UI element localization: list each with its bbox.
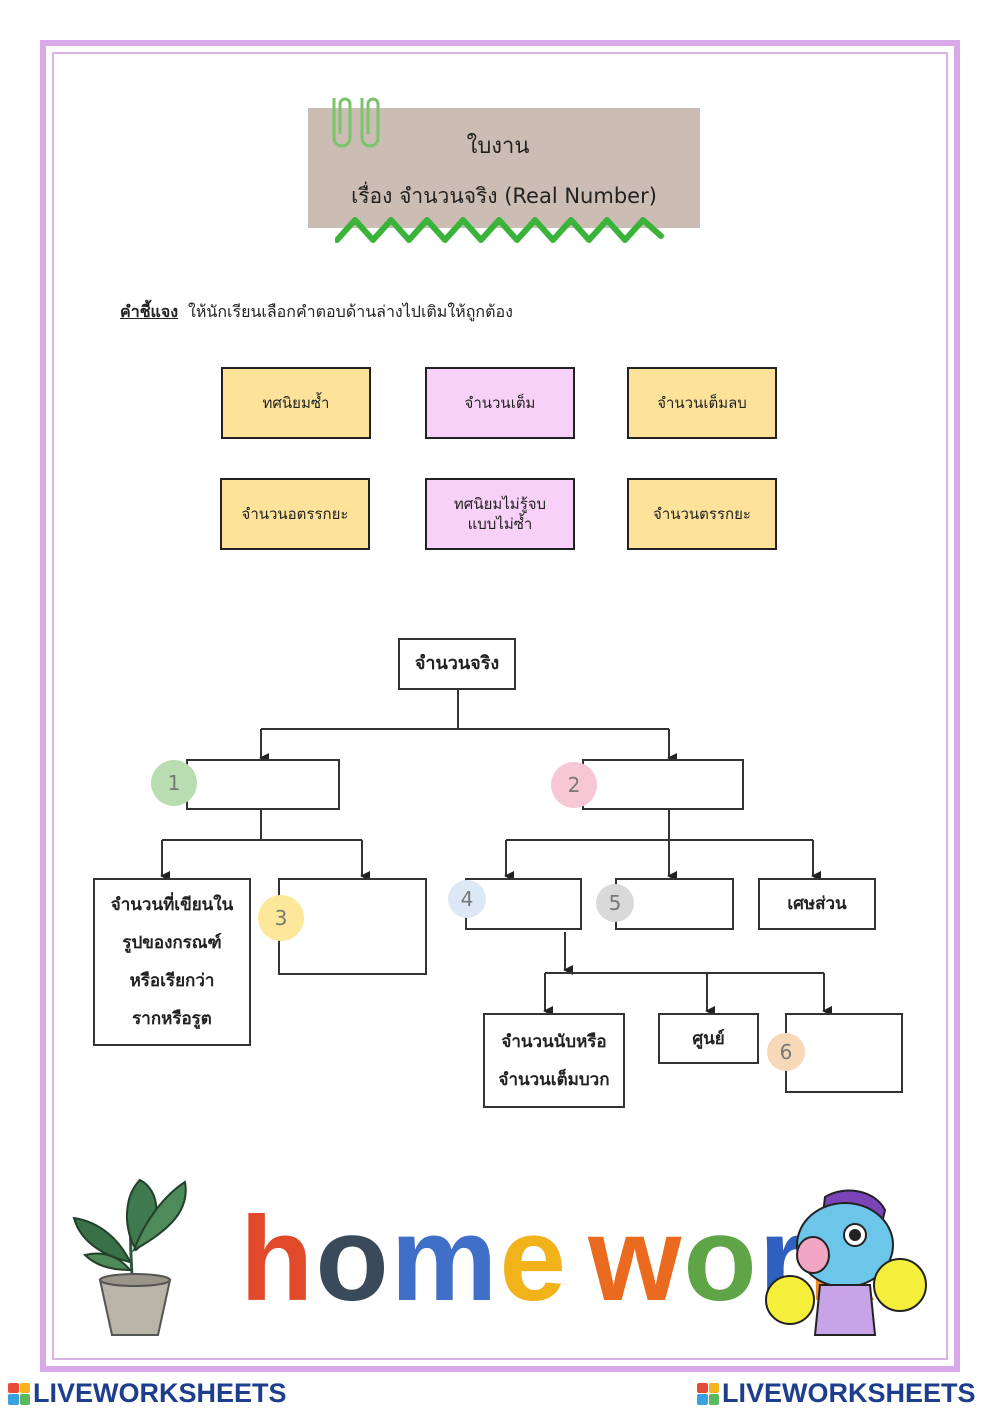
blank-box-1[interactable] <box>186 759 340 810</box>
homework-letter: w <box>588 1192 684 1326</box>
blank-box-2[interactable] <box>582 759 744 810</box>
liveworksheets-logo-left[interactable]: LIVEWORKSHEETS <box>8 1378 287 1409</box>
zero-box: ศูนย์ <box>658 1013 759 1064</box>
blank-box-4[interactable] <box>465 878 582 930</box>
irrational-example-box: จำนวนที่เขียนใน รูปของกรณฑ์ หรือเรียกว่า… <box>93 878 251 1046</box>
natural-number-box: จำนวนนับหรือ จำนวนเต็มบวก <box>483 1013 625 1108</box>
worksheet-label: ใบงาน <box>466 134 530 159</box>
badge-5: 5 <box>596 884 634 922</box>
fraction-box: เศษส่วน <box>758 878 876 930</box>
homework-letter: m <box>390 1192 500 1326</box>
page-border-inner <box>52 52 948 1360</box>
worksheet-title: เรื่อง จำนวนจริง (Real Number) <box>351 184 657 208</box>
homework-title: home work <box>240 1190 876 1328</box>
answer-card[interactable]: จำนวนตรรกยะ <box>627 478 777 550</box>
badge-2: 2 <box>551 762 597 808</box>
liveworksheets-icon <box>697 1382 719 1405</box>
root-real-number-box: จำนวนจริง <box>398 638 516 690</box>
liveworksheets-text: LIVEWORKSHEETS <box>722 1378 976 1408</box>
mascot-character-icon <box>765 1189 927 1336</box>
instruction: คำชี้แจง ให้นักเรียนเลือกคำตอบด้านล่างไปเ… <box>120 300 513 325</box>
badge-1: 1 <box>151 760 197 806</box>
instruction-text: ให้นักเรียนเลือกคำตอบด้านล่างไปเติมให้ถู… <box>188 302 513 321</box>
homework-letter: o <box>315 1192 391 1326</box>
liveworksheets-text: LIVEWORKSHEETS <box>33 1378 287 1408</box>
answer-card[interactable]: ทศนิยมซ้ำ <box>221 367 371 439</box>
liveworksheets-icon <box>8 1382 30 1405</box>
answer-card[interactable]: จำนวนเต็ม <box>425 367 575 439</box>
badge-4: 4 <box>448 880 486 918</box>
blank-box-5[interactable] <box>615 878 734 930</box>
page-border-outer <box>40 40 960 1372</box>
potted-plant-icon <box>72 1178 187 1336</box>
homework-letter: e <box>499 1192 569 1326</box>
answer-card[interactable]: จำนวนเต็มลบ <box>627 367 777 439</box>
liveworksheets-logo-right[interactable]: LIVEWORKSHEETS <box>697 1378 976 1409</box>
answer-card[interactable]: จำนวนอตรรกยะ <box>220 478 370 550</box>
paperclip-icon <box>332 97 380 148</box>
zigzag-decoration <box>335 217 664 243</box>
badge-6: 6 <box>767 1033 805 1071</box>
title-card: ใบงาน เรื่อง จำนวนจริง (Real Number) <box>308 108 700 228</box>
homework-letter: h <box>240 1192 316 1326</box>
instruction-label: คำชี้แจง <box>120 302 179 321</box>
answer-card[interactable]: ทศนิยมไม่รู้จบ แบบไม่ซ้ำ <box>425 478 575 550</box>
badge-3: 3 <box>258 895 304 941</box>
homework-letter: o <box>683 1192 759 1326</box>
